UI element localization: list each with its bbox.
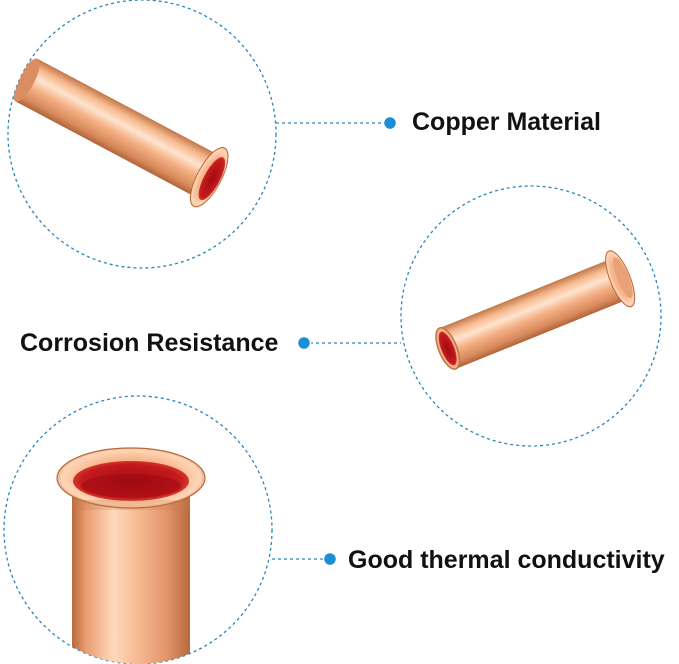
- copper-tube-image: [435, 250, 636, 370]
- copper-tube-image: [13, 58, 229, 208]
- dashed-circle-top: [7, 0, 277, 269]
- feature-label-copper-material: Copper Material: [412, 108, 601, 136]
- feature-label-thermal-conductivity: Good thermal conductivity: [348, 546, 665, 574]
- connector-dot-icon: [382, 115, 398, 131]
- dashed-circle-middle: [400, 185, 662, 447]
- connector-dot-icon: [322, 551, 338, 567]
- copper-tube-image: [56, 447, 206, 664]
- connector-dot-icon: [296, 335, 312, 351]
- feature-label-corrosion-resistance: Corrosion Resistance: [20, 329, 279, 357]
- dashed-circle-bottom: [3, 395, 273, 664]
